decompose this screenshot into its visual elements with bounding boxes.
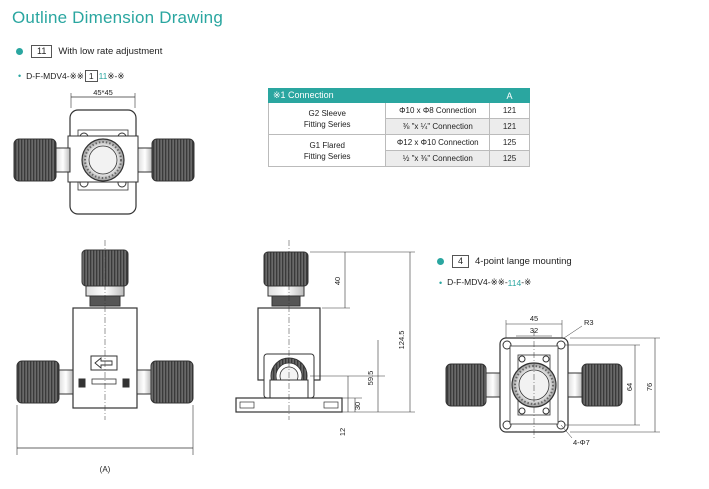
series-cell: G1 Flared Fitting Series xyxy=(267,134,387,167)
section-label: With low rate adjustment xyxy=(58,46,163,57)
table-header-a: A xyxy=(489,88,530,103)
dim-flange-holes: 4-Φ7 xyxy=(573,438,590,447)
model-bullet-icon: • xyxy=(18,71,22,81)
a-cell: 125 xyxy=(489,150,530,167)
dim-side-40: 40 xyxy=(333,277,342,285)
connection-cell: ½ "x ⅜" Connection xyxy=(385,150,491,167)
connection-table: ※1 Connection A G2 Sleeve Fitting Series… xyxy=(267,88,530,167)
model-code-1: • D-F-MDV4-※※ 1 11 ※-※ xyxy=(18,70,124,82)
section-heading-flange: 4 4-point lange mounting xyxy=(437,255,572,268)
connection-cell: ⅜ "x ¼" Connection xyxy=(385,118,491,135)
section-bullet-icon xyxy=(16,48,23,55)
dim-flange-76: 76 xyxy=(645,383,654,391)
dim-flange-45: 45 xyxy=(530,314,538,323)
dim-side-595: 59.5 xyxy=(366,371,375,386)
dim-side-1245: 124.5 xyxy=(397,331,406,350)
model-suffix: ※-※ xyxy=(107,70,125,81)
model-code-2: • D-F-MDV4-※※- 114 -※ xyxy=(439,277,531,288)
front-view-drawing xyxy=(16,240,194,455)
model-bullet-icon: • xyxy=(439,277,443,288)
model-teal-part: 11 xyxy=(98,71,108,81)
series-line: G2 Sleeve xyxy=(308,108,346,118)
dim-flange-64: 64 xyxy=(625,383,634,391)
table-header-connection: ※1 Connection xyxy=(267,88,491,103)
section-heading-low-rate: 11 With low rate adjustment xyxy=(16,45,162,58)
section-number: 11 xyxy=(31,45,53,58)
model-prefix: D-F-MDV4-※※- xyxy=(447,277,508,287)
series-cell: G2 Sleeve Fitting Series xyxy=(267,102,387,135)
flange-view-drawing xyxy=(445,320,660,440)
section-label: 4-point lange mounting xyxy=(475,256,572,267)
dim-front-a: (A) xyxy=(100,465,111,474)
dim-flange-32: 32 xyxy=(530,326,538,335)
series-line: G1 Flared xyxy=(309,140,346,150)
page-title: Outline Dimension Drawing xyxy=(12,8,223,27)
dim-side-30: 30 xyxy=(353,402,362,410)
series-line: Fitting Series xyxy=(303,151,351,161)
section-number: 4 xyxy=(452,255,470,268)
dim-side-12: 12 xyxy=(338,428,347,436)
model-prefix: D-F-MDV4-※※ xyxy=(26,70,84,81)
model-suffix: -※ xyxy=(521,277,532,287)
section-bullet-icon xyxy=(437,258,444,265)
top-view-drawing xyxy=(13,93,195,215)
side-view-drawing xyxy=(235,240,415,420)
series-line: Fitting Series xyxy=(303,119,351,129)
table-row: G1 Flared Fitting Series Φ12 x Φ10 Conne… xyxy=(267,134,530,167)
dim-top-width: 45*45 xyxy=(93,88,113,97)
model-teal-part: 114 xyxy=(507,277,522,288)
dim-flange-r3: R3 xyxy=(584,318,594,327)
model-boxed-part: 1 xyxy=(84,70,98,82)
